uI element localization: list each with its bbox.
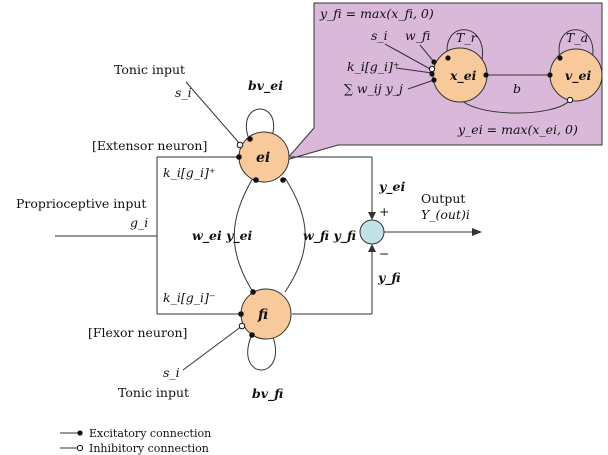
inset-si-line [384,43,433,71]
inset-excitatory-dot [483,72,489,78]
inset-kg-plus-label: k_i[g_i]⁺ [347,59,399,74]
flexor-neuron-label: [Flexor neuron] [88,325,187,340]
inset-sum-line [407,79,435,90]
inset-xei-self-loop [446,29,483,61]
inset-vei-feedback [457,95,571,114]
output-label: Output [421,191,465,206]
inset-inhibitory-dot [566,96,574,104]
fi-arrowhead [368,244,376,252]
bv-ei-label: bv_ei [248,78,283,94]
excitatory-dot [236,154,242,160]
inset-excitatory-dot [557,55,563,61]
proprioceptive-input-label: Proprioceptive input [16,196,146,211]
ei-self-loop [245,108,275,143]
legend-excitatory-label: Excitatory connection [89,427,211,440]
inset-excitatory-dot [547,72,553,78]
inhibitory-dot [238,322,246,330]
plus-sign: + [379,204,389,219]
si-bottom-label: s_i [163,365,180,380]
inset-Ta-label: T_a [566,30,588,45]
excitatory-dot [250,289,256,295]
extensor-neuron-label: [Extensor neuron] [92,138,207,153]
excitatory-dot [280,177,286,183]
flexor-node-label: fi [257,307,268,323]
k-g-minus-label: k_i[g_i]⁻ [163,290,215,305]
ei-to-fi-connection [233,177,254,293]
tonic-input-bottom-label: Tonic input [118,385,189,400]
extensor-node-label: ei [256,150,270,166]
inhibitory-dot [236,141,244,149]
ei-arrowhead [368,212,376,220]
inset-wfi-label: w_fi [405,28,430,43]
k-g-plus-label: k_i[g_i]⁺ [163,165,215,180]
excitatory-dot [253,177,259,183]
legend-inhibitory-dot [76,444,84,452]
yei-label: y_ei [378,179,405,195]
inset-excitatory-dot [445,55,451,61]
inset-si-label: s_i [371,28,388,43]
inset-xei-label: x_ei [449,68,477,84]
inset-Tr-label: T_r [456,30,478,45]
wei-yei-label: w_ei y_ei [192,228,253,244]
fi-self-loop [247,333,276,371]
inset-yfi-equation: y_fi = max(x_fi, 0) [319,6,434,21]
inset-sum-label: ∑ w_ij y_j [344,81,403,96]
tonic-input-top-line [185,81,241,145]
bv-fi-label: bv_fi [252,386,283,402]
inset-vei-label: v_ei [565,68,591,84]
legend-excitatory-dot [77,430,83,436]
excitatory-dot [249,332,255,338]
fi-to-ei-connection [284,177,306,293]
inset-yei-equation: y_ei = max(x_ei, 0) [457,122,578,137]
legend-inhibitory-label: Inhibitory connection [89,442,209,455]
tonic-input-bottom-line [182,325,243,371]
wfi-yfi-label: w_fi y_fi [303,228,356,244]
excitatory-dot [247,136,253,142]
y-out-label: Y_(out)i [421,207,470,222]
inset-wfi-line [419,44,435,63]
yfi-label: y_fi [377,270,401,286]
si-top-label: s_i [175,85,192,100]
inset-excitatory-dot [431,59,437,65]
inset-excitatory-dot [431,77,437,83]
minus-sign: − [379,246,389,261]
excitatory-dot [238,311,244,317]
output-arrowhead [472,228,482,236]
summation-node [359,219,385,245]
inset-excitatory-dot [429,71,435,77]
inset-inhibitory-dot [428,65,436,73]
tonic-input-top-label: Tonic input [114,62,185,77]
inset-kg-line [395,67,433,74]
inset-vei-self-loop [558,29,594,61]
gi-label: g_i [130,215,148,230]
inset-b-label: b [513,81,521,96]
